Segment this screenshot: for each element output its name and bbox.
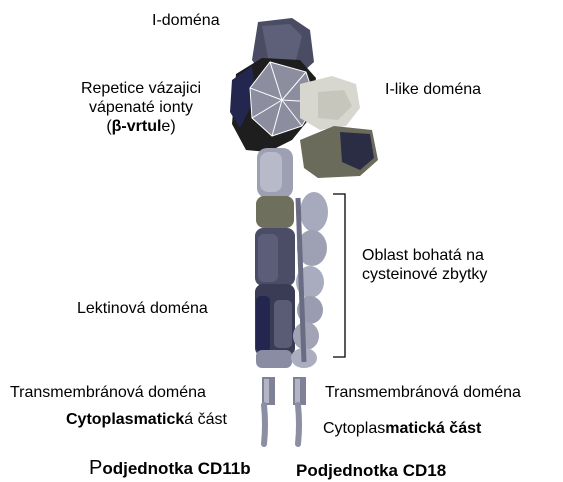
label-calcium-repeats-line1: Repetice vázajici bbox=[60, 79, 222, 98]
cd11b-chain bbox=[255, 148, 295, 368]
caption-cd18: Podjednotka CD18 bbox=[296, 461, 446, 481]
label-calcium-repeats-line3: (β-vrtule) bbox=[60, 117, 222, 136]
label-calcium-repeats-line2: vápenaté ionty bbox=[60, 98, 222, 117]
label-cysteine-line2: cysteinové zbytky bbox=[362, 265, 487, 284]
hybrid-domain-shape bbox=[300, 126, 378, 178]
label-transmembrane-left: Transmembránová doména bbox=[10, 383, 206, 402]
label-i-domain: I-doména bbox=[152, 11, 220, 30]
label-calcium-repeats: Repetice vázajici vápenaté ionty (β-vrtu… bbox=[60, 79, 222, 136]
cd18-chain bbox=[291, 192, 328, 368]
caption-cd11b: Podjednotka CD11b bbox=[89, 457, 251, 480]
label-cysteine-line1: Oblast bohatá na bbox=[362, 246, 487, 265]
label-i-like-domain: I-like doména bbox=[385, 80, 481, 99]
label-cysteine-region: Oblast bohatá na cysteinové zbytky bbox=[362, 246, 487, 284]
label-lectin-domain: Lektinová doména bbox=[77, 299, 208, 318]
label-cytoplasmic-right: Cytoplasmatická část bbox=[323, 419, 481, 438]
i-like-domain-shape bbox=[300, 76, 360, 130]
label-cytoplasmic-left: Cytoplasmatická část bbox=[66, 410, 227, 429]
cysteine-region-bracket bbox=[333, 194, 345, 357]
cytoplasmic-tails bbox=[264, 405, 299, 444]
label-transmembrane-right: Transmembránová doména bbox=[325, 383, 521, 402]
transmembrane-segments bbox=[262, 377, 306, 405]
